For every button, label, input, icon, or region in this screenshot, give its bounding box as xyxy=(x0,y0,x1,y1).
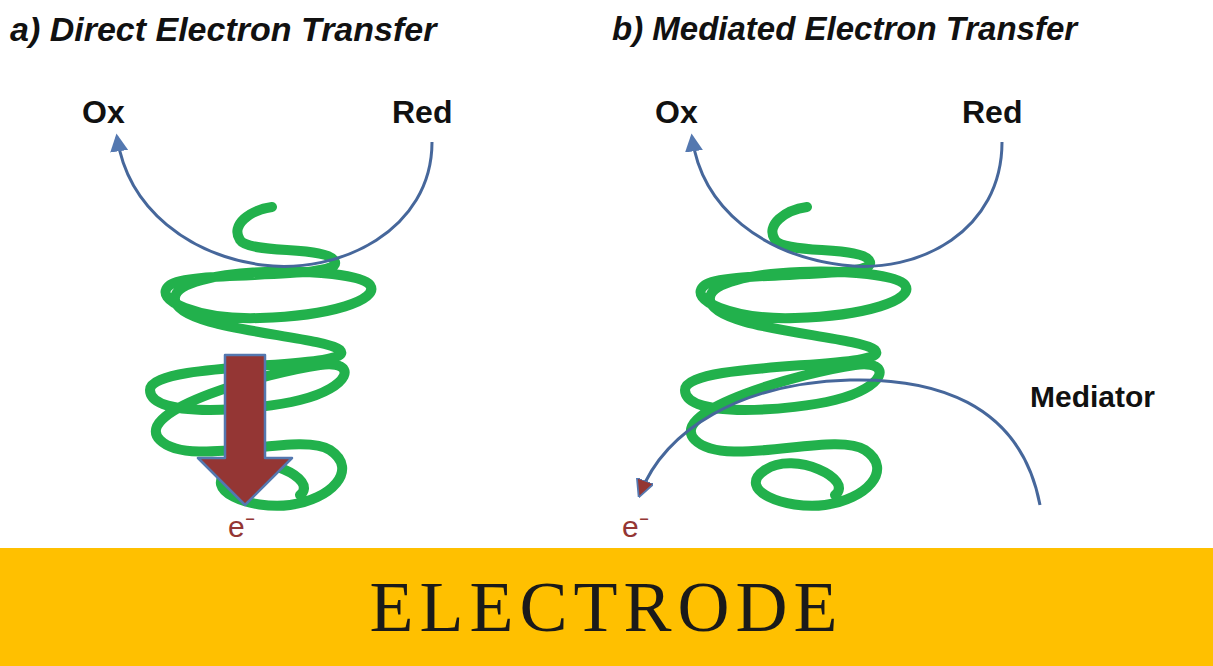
reduced-label: Red xyxy=(962,96,1022,128)
electron-label: e⁻ xyxy=(622,512,649,542)
panel-heading: a) Direct Electron Transfer xyxy=(10,12,436,46)
oxidized-label: Ox xyxy=(82,96,125,128)
electron-label: e⁻ xyxy=(228,512,255,542)
redox-arrow xyxy=(117,137,432,266)
redox-arrow xyxy=(692,137,1002,266)
protein-coil xyxy=(685,207,906,506)
reduced-label: Red xyxy=(392,96,452,128)
electrode-label: ELECTRODE xyxy=(370,571,844,643)
electrode-band: ELECTRODE xyxy=(0,548,1213,666)
electron-arrow xyxy=(198,355,292,505)
protein-coil xyxy=(150,207,371,506)
panel-heading: b) Mediated Electron Transfer xyxy=(612,12,1077,45)
mediator-label: Mediator xyxy=(1030,382,1155,412)
mediator-arrow xyxy=(640,380,1040,505)
oxidized-label: Ox xyxy=(655,96,698,128)
